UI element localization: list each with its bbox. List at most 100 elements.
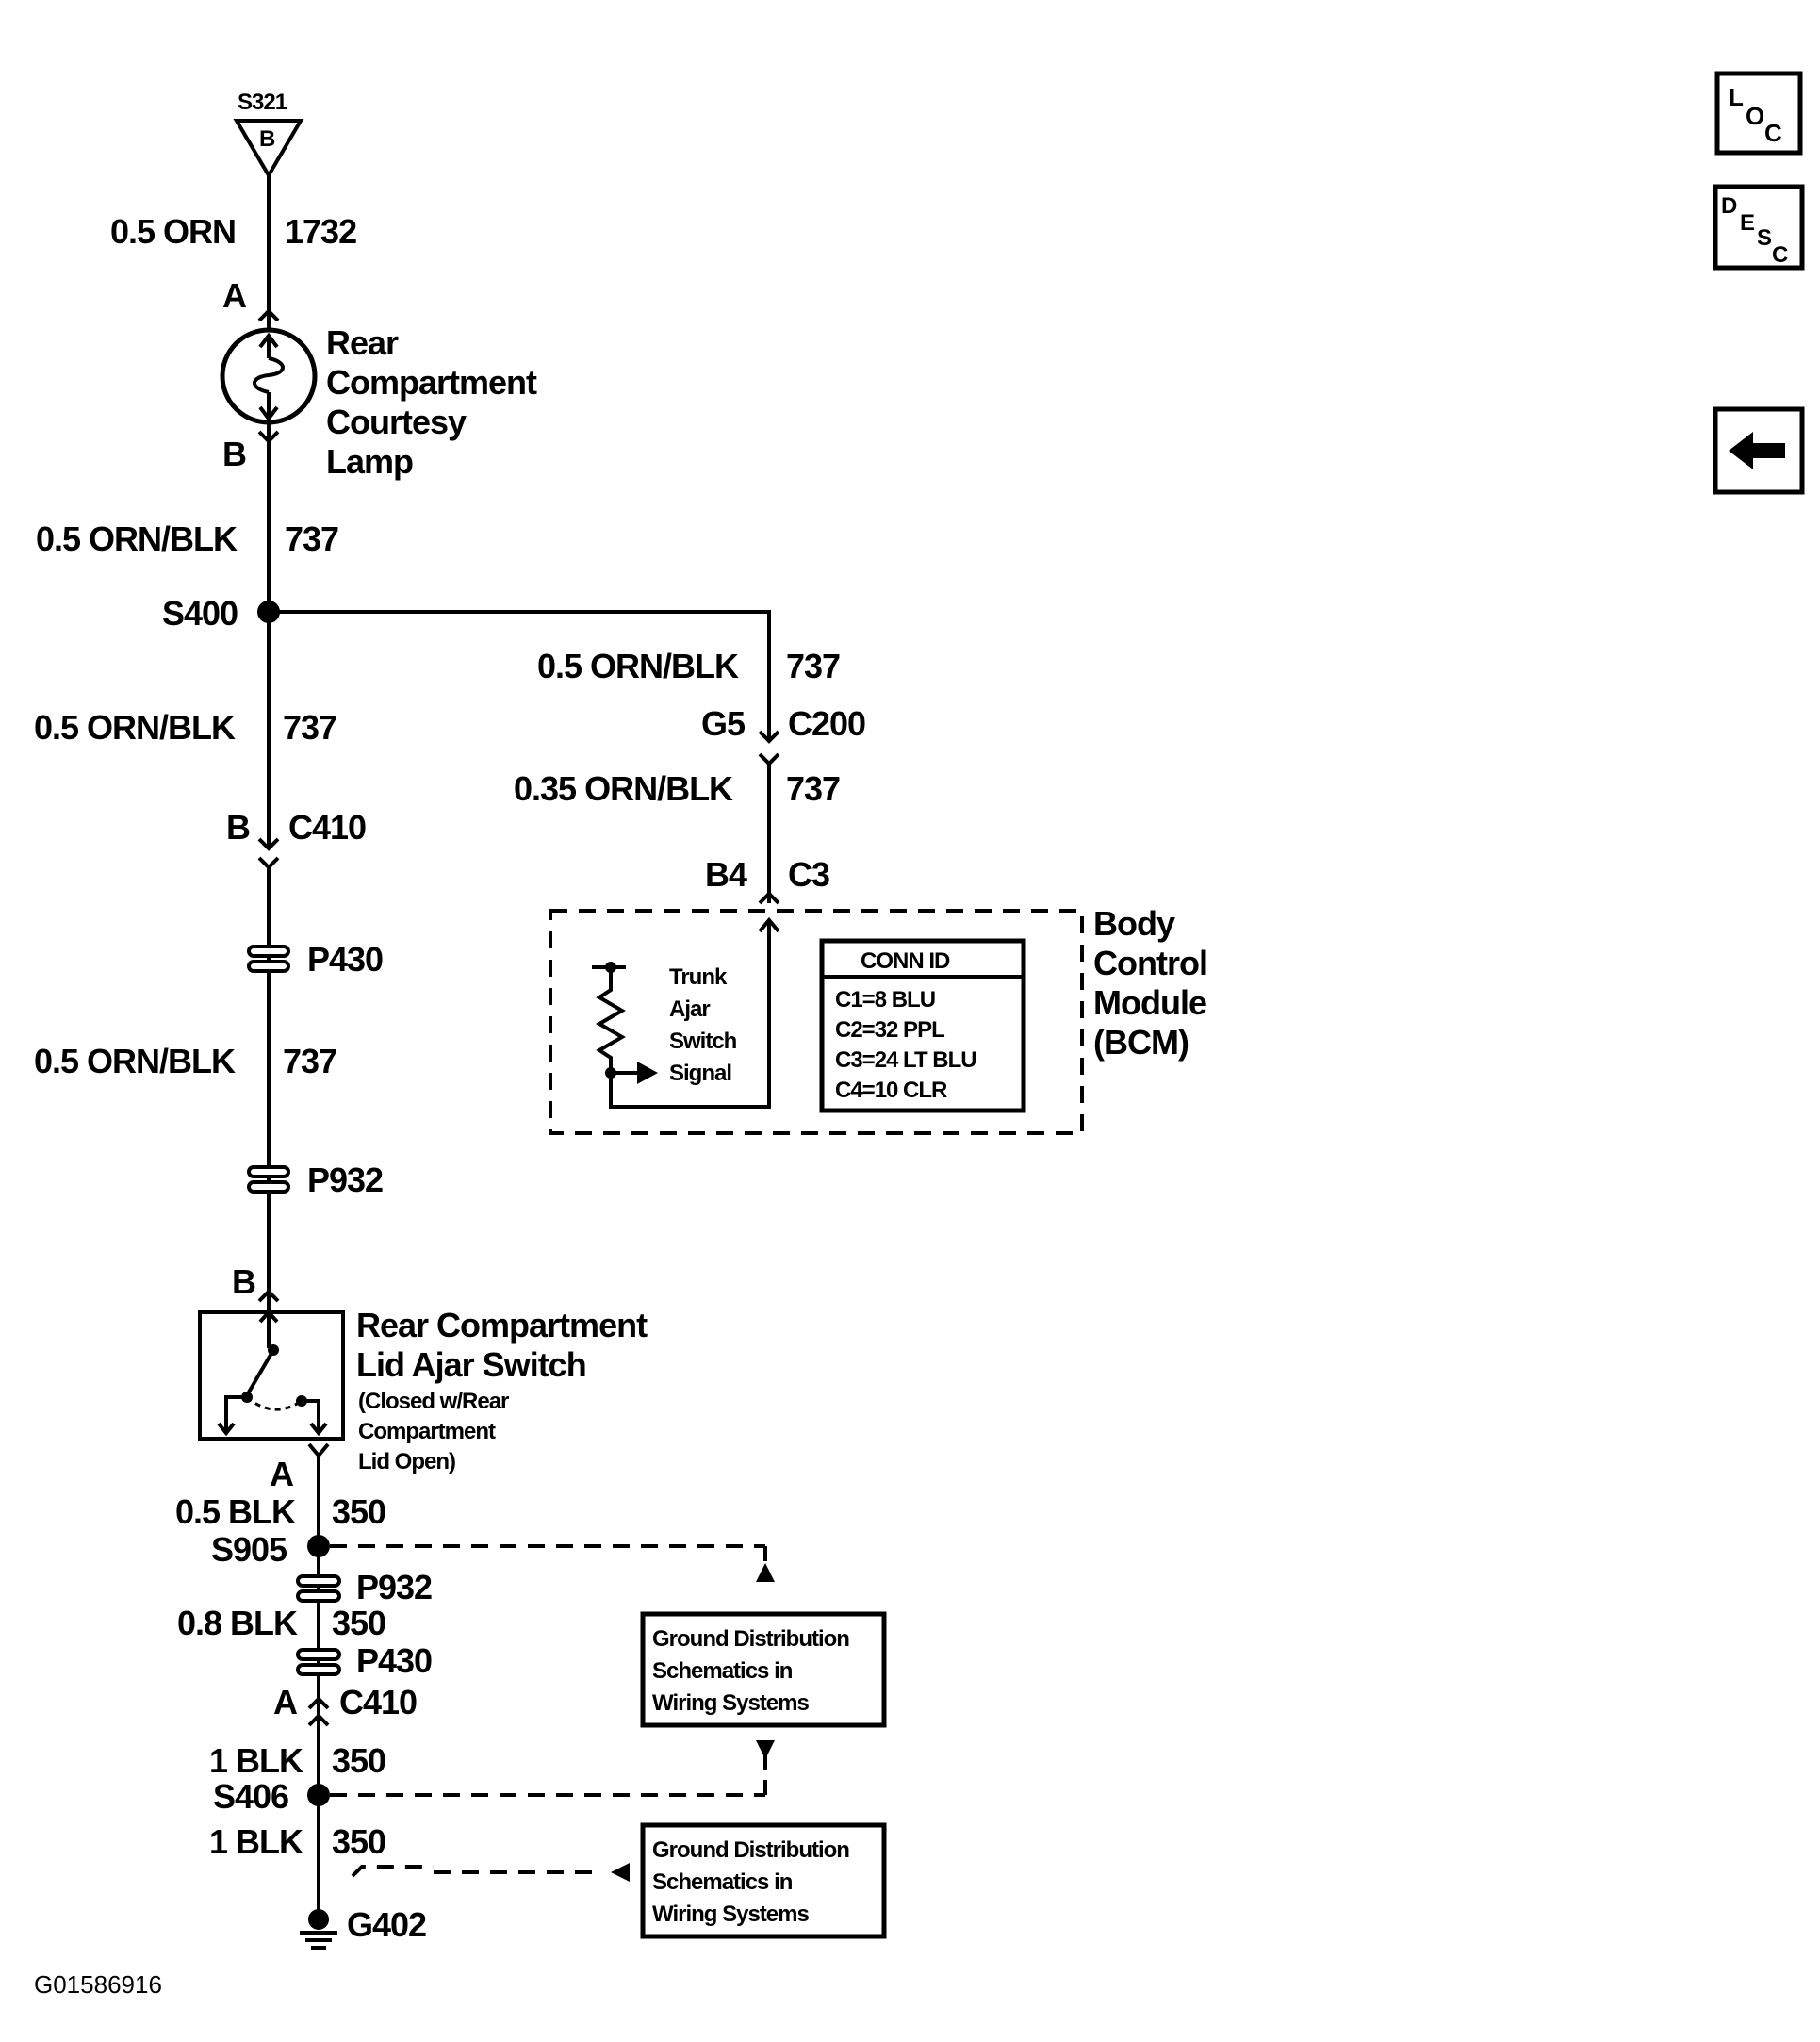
switch-name-1: Rear Compartment (356, 1306, 648, 1344)
switch-arrow-right (309, 1422, 328, 1437)
inline-p932-top-bar-1 (247, 1165, 290, 1178)
inline-p430-bottom-bar-2 (296, 1663, 341, 1676)
body-control-module: Body Control Module (BCM) Trunk Ajar Swi… (549, 904, 1208, 1135)
conn-id-row: C3=24 LT BLU (835, 1047, 976, 1073)
ref-up-arrow-icon (756, 1563, 775, 1582)
desc-letter: C (1772, 242, 1788, 268)
wire-737-c-circuit: 737 (283, 1042, 336, 1080)
splice-s321-pin: B (259, 126, 275, 152)
switch-arrow-left (217, 1422, 236, 1437)
ref-left-arrow-icon (611, 1863, 630, 1882)
c200-terminal-upper (758, 730, 780, 744)
desc-letter: D (1721, 193, 1737, 219)
wire-350-b-gauge: 0.8 BLK (177, 1604, 298, 1642)
loc-button-frame (1714, 71, 1803, 156)
bcm-name-2: Control (1093, 944, 1207, 982)
ground-g402-label: G402 (347, 1905, 426, 1944)
ref-box-2-line: Wiring Systems (652, 1902, 809, 1927)
c3-pin: B4 (705, 855, 747, 894)
lamp-filament-icon (253, 356, 285, 394)
wire-350-c-circuit: 350 (332, 1741, 385, 1780)
loc-button[interactable]: L O C (1714, 71, 1803, 156)
switch-arrow-icon (258, 1309, 279, 1324)
wire-737-branch (269, 610, 771, 741)
figure-id: G01586916 (34, 1970, 162, 1999)
bcm-signal-1: Trunk (669, 964, 728, 990)
branch-wire-upper-circuit: 737 (786, 647, 840, 685)
bcm-signal-4: Signal (669, 1061, 731, 1086)
inline-p932-top-bar-2 (247, 1180, 290, 1194)
courtesy-lamp-pin-a: A (222, 276, 247, 315)
inline-p932-bottom-bar-2 (296, 1589, 341, 1603)
ref-box-2-frame (640, 1822, 887, 1939)
wire-350-b-circuit: 350 (332, 1604, 385, 1642)
ref-box-1-line: Wiring Systems (652, 1690, 809, 1716)
courtesy-lamp-name-1: Rear (326, 323, 399, 362)
switch-name-2: Lid Ajar Switch (356, 1345, 586, 1384)
c410-bottom-terminal-upper (307, 1696, 330, 1710)
bcm-signal-2: Ajar (669, 996, 710, 1022)
switch-note-1: (Closed w/Rear (358, 1389, 509, 1414)
switch-terminal-a (307, 1442, 330, 1459)
c410-top-terminal-upper (257, 837, 280, 851)
switch-pin-b: B (232, 1262, 255, 1301)
wire-350-d-circuit: 350 (332, 1822, 385, 1861)
signal-arrow-icon (637, 1062, 658, 1084)
courtesy-lamp-name-2: Compartment (326, 363, 537, 402)
desc-letter: E (1740, 210, 1755, 236)
ground-distribution-ref-2[interactable]: Ground Distribution Schematics in Wiring… (640, 1822, 887, 1939)
splice-s905-dot (307, 1535, 330, 1557)
back-button[interactable] (1713, 406, 1805, 495)
inline-p430-bottom-label: P430 (356, 1641, 432, 1680)
inline-p932-top-label: P932 (307, 1161, 383, 1199)
desc-button[interactable]: D E S C (1713, 184, 1805, 271)
wire-737-a-gauge: 0.5 ORN/BLK (36, 519, 238, 558)
switch-note-3: Lid Open) (358, 1449, 455, 1474)
ref-box-1-line: Schematics in (652, 1658, 793, 1684)
bcm-name-3: Module (1093, 983, 1206, 1022)
ref-box-1-frame (640, 1611, 887, 1728)
ground-distribution-ref-1[interactable]: Ground Distribution Schematics in Wiring… (640, 1611, 887, 1728)
c200-id: C200 (788, 704, 865, 743)
c410-top-pin: B (226, 808, 250, 847)
splice-s321: S321 B (233, 90, 304, 179)
wire-350-d-gauge: 1 BLK (209, 1822, 303, 1861)
courtesy-lamp-name-3: Courtesy (326, 403, 467, 441)
splice-s406-dot (307, 1784, 330, 1806)
inline-p932-bottom-bar-1 (296, 1574, 341, 1588)
loc-letter: L (1729, 83, 1744, 111)
wire-350-c-gauge: 1 BLK (209, 1741, 303, 1780)
c200-terminal-lower (758, 752, 780, 766)
courtesy-lamp-name-4: Lamp (326, 442, 413, 481)
splice-s321-label: S321 (238, 90, 287, 115)
branch-wire-lower-gauge: 0.35 ORN/BLK (514, 769, 733, 808)
splice-s400-label: S400 (162, 594, 238, 633)
bcm-signal-3: Switch (669, 1029, 737, 1054)
inline-p932-bottom: P932 (296, 1568, 433, 1606)
wire-737-b-gauge: 0.5 ORN/BLK (34, 708, 236, 747)
courtesy-lamp: A B Rear Compartment Courtesy Lamp (220, 276, 538, 481)
inline-p430-top-bar-2 (247, 960, 290, 973)
c410-bottom-terminal-lower (307, 1713, 330, 1727)
wire-1732-gauge: 0.5 ORN (110, 212, 236, 251)
bcm-name-4: (BCM) (1093, 1023, 1189, 1062)
c3-terminal (758, 891, 780, 905)
ground-g402: G402 (300, 1863, 630, 1950)
loc-letter: O (1746, 102, 1764, 130)
desc-button-frame (1713, 184, 1805, 271)
ground-node (308, 1909, 329, 1930)
c200-pin: G5 (701, 704, 746, 743)
switch-box (198, 1310, 345, 1441)
ref-box-2-line: Ground Distribution (652, 1837, 849, 1863)
wire-737-c-gauge: 0.5 ORN/BLK (34, 1042, 236, 1080)
conn-id-table (819, 938, 1026, 1113)
c410-bottom-pin: A (273, 1683, 298, 1721)
conn-id-row: C2=32 PPL (835, 1017, 944, 1043)
conn-id-row: C4=10 CLR (835, 1078, 947, 1103)
inline-p430-top-label: P430 (307, 940, 383, 979)
wire-737-b-circuit: 737 (283, 708, 336, 747)
left-arrow-icon (1729, 432, 1785, 469)
courtesy-lamp-pin-b: B (222, 435, 246, 473)
lamp-arrow-down (258, 405, 279, 422)
